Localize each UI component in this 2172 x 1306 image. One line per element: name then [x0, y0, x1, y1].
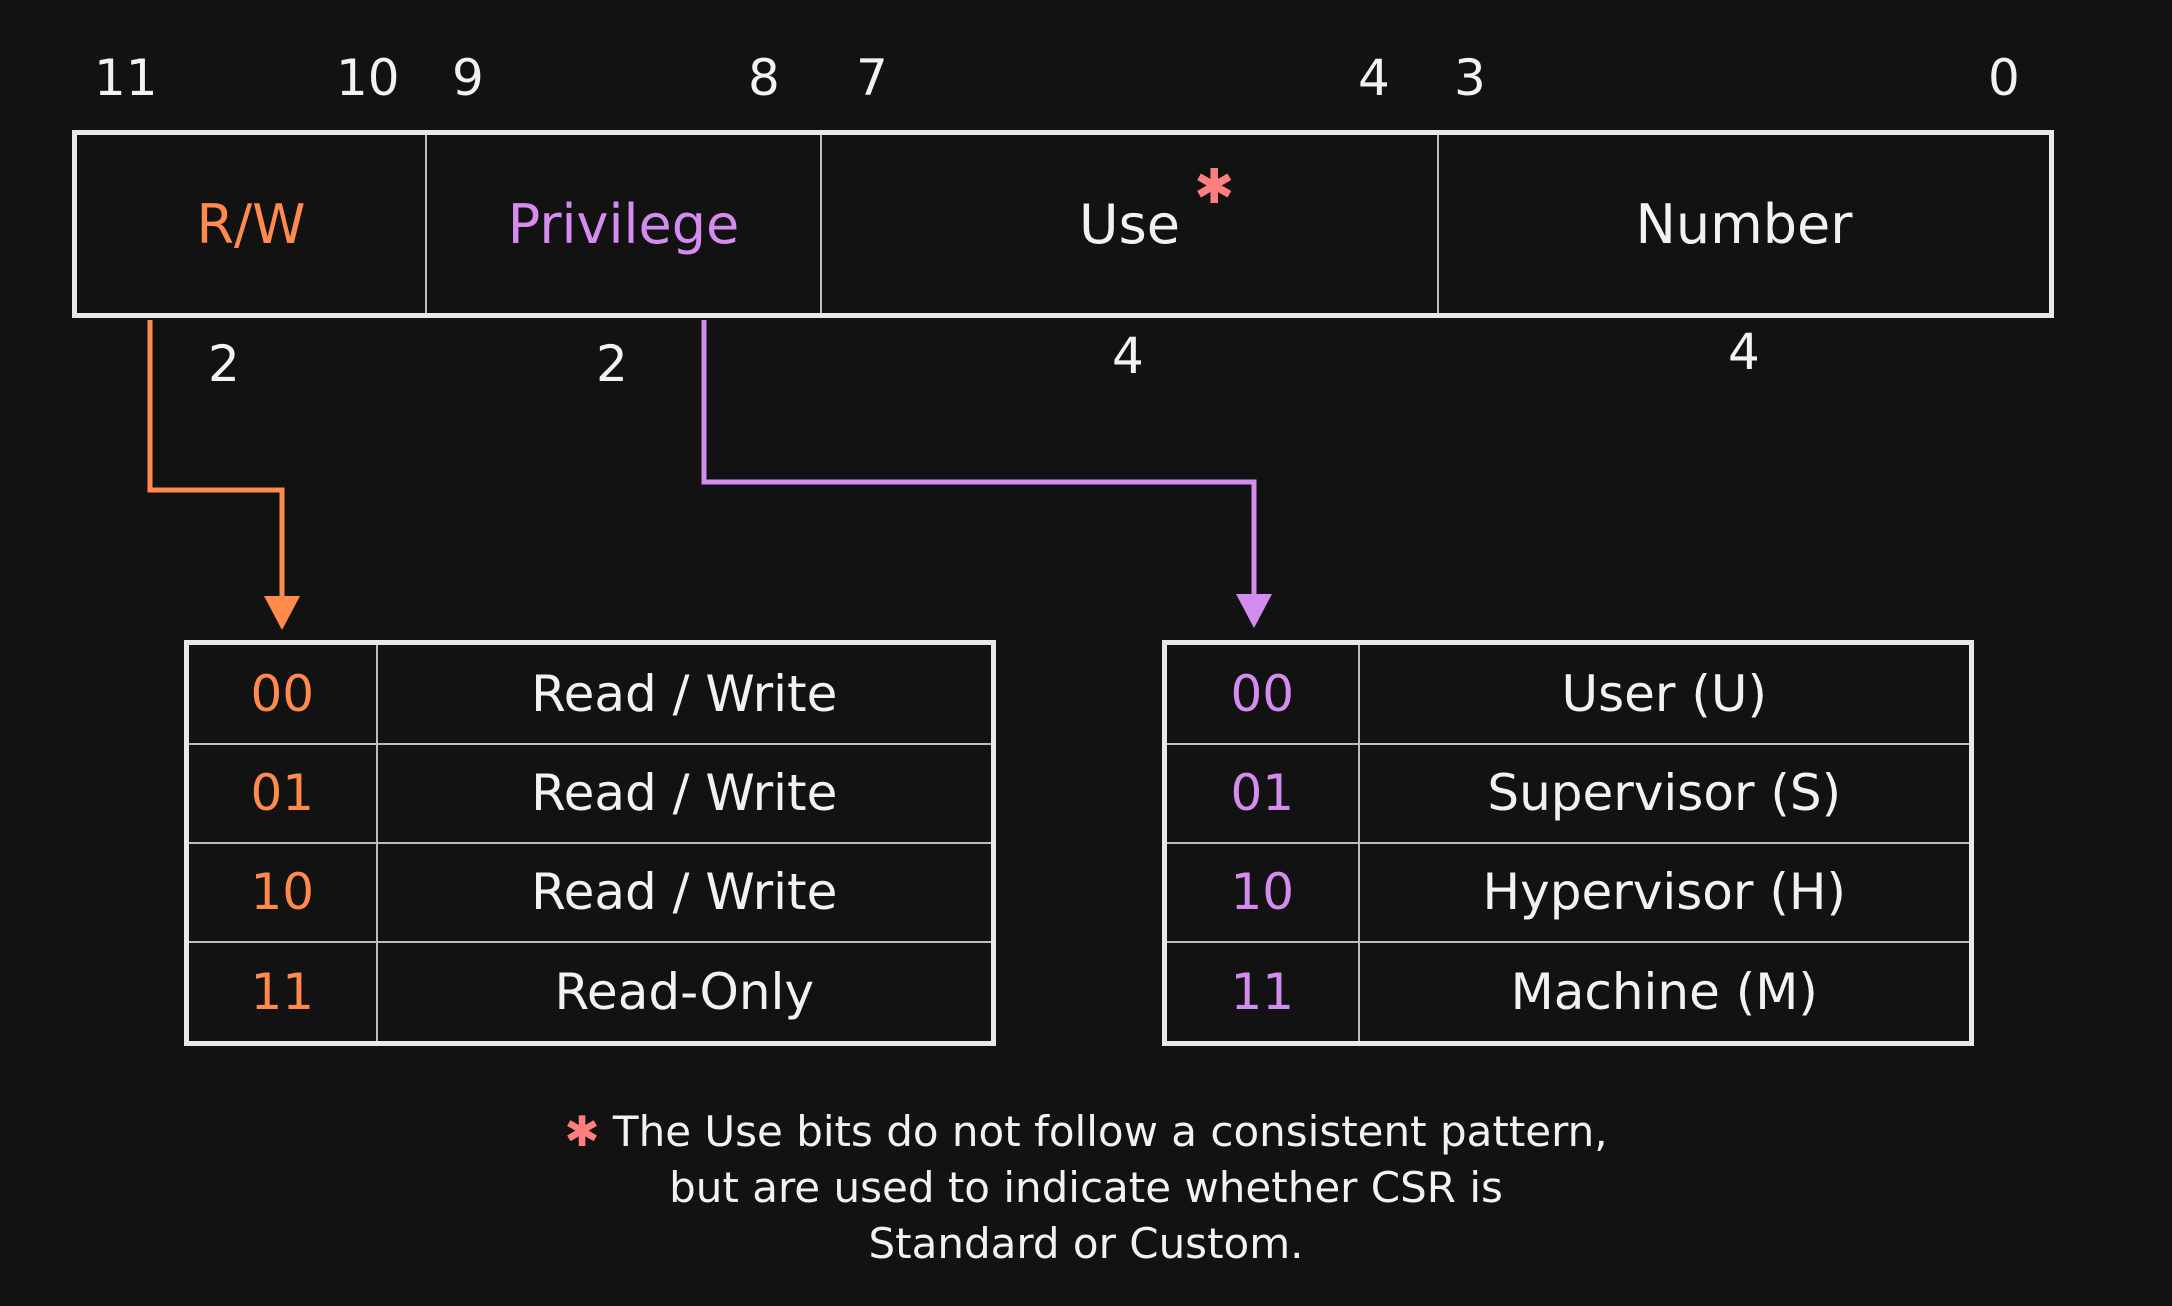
- width-rw: 2: [208, 335, 240, 393]
- field-rw-label: R/W: [196, 192, 306, 256]
- field-use: Use ✱: [822, 135, 1439, 313]
- bit-10: 10: [336, 49, 400, 107]
- privilege-desc: Hypervisor (H): [1357, 841, 1972, 943]
- rw-code: 00: [186, 642, 378, 745]
- bit-7: 7: [856, 49, 888, 107]
- table-row: 10 Read / Write: [186, 841, 994, 943]
- field-use-label: Use: [1079, 192, 1180, 256]
- asterisk-icon: ✱: [564, 1107, 600, 1156]
- privilege-code: 00: [1164, 642, 1360, 745]
- field-number: Number: [1439, 135, 2049, 313]
- rw-code: 01: [186, 742, 378, 844]
- footnote-line-2: but are used to indicate whether CSR is: [669, 1163, 1503, 1212]
- width-use: 4: [1112, 327, 1144, 385]
- privilege-table: 00 User (U) 01 Supervisor (S) 10 Hypervi…: [1162, 640, 1974, 1046]
- privilege-code: 01: [1164, 742, 1360, 844]
- width-number: 4: [1728, 323, 1760, 381]
- rw-table: 00 Read / Write 01 Read / Write 10 Read …: [184, 640, 996, 1046]
- privilege-desc: Supervisor (S): [1357, 742, 1972, 844]
- table-row: 00 User (U): [1164, 642, 1972, 745]
- width-privilege: 2: [596, 335, 628, 393]
- table-row: 00 Read / Write: [186, 642, 994, 745]
- bit-8: 8: [748, 49, 780, 107]
- bit-9: 9: [452, 49, 484, 107]
- bit-0: 0: [1988, 49, 2020, 107]
- rw-desc: Read / Write: [375, 742, 994, 844]
- privilege-code: 10: [1164, 841, 1360, 943]
- field-privilege: Privilege: [427, 135, 822, 313]
- privilege-arrowhead: [1236, 594, 1272, 628]
- footnote-text-1: The Use bits do not follow a consistent …: [612, 1107, 1608, 1156]
- field-privilege-label: Privilege: [507, 192, 740, 256]
- field-number-label: Number: [1635, 192, 1853, 256]
- bit-3: 3: [1454, 49, 1486, 107]
- rw-code: 11: [186, 940, 378, 1044]
- footnote-line-3: Standard or Custom.: [868, 1219, 1304, 1268]
- privilege-code: 11: [1164, 940, 1360, 1044]
- rw-desc: Read-Only: [375, 940, 994, 1044]
- rw-desc: Read / Write: [375, 841, 994, 943]
- footnote: ✱ The Use bits do not follow a consisten…: [536, 1104, 1636, 1272]
- rw-desc: Read / Write: [375, 642, 994, 745]
- rw-arrowhead: [264, 596, 300, 630]
- table-row: 11 Machine (M): [1164, 940, 1972, 1044]
- bit-4: 4: [1358, 49, 1390, 107]
- privilege-arrow: [701, 320, 1257, 596]
- table-row: 01 Supervisor (S): [1164, 742, 1972, 844]
- csr-register: R/W Privilege Use ✱ Number: [72, 130, 2054, 318]
- field-rw: R/W: [77, 135, 427, 313]
- table-row: 01 Read / Write: [186, 742, 994, 844]
- privilege-desc: Machine (M): [1357, 940, 1972, 1044]
- privilege-desc: User (U): [1357, 642, 1972, 745]
- bit-11: 11: [94, 49, 158, 107]
- footnote-line-1: ✱ The Use bits do not follow a consisten…: [536, 1104, 1636, 1160]
- table-row: 11 Read-Only: [186, 940, 994, 1044]
- table-row: 10 Hypervisor (H): [1164, 841, 1972, 943]
- rw-code: 10: [186, 841, 378, 943]
- asterisk-icon: ✱: [1193, 158, 1235, 215]
- rw-arrow: [147, 320, 285, 598]
